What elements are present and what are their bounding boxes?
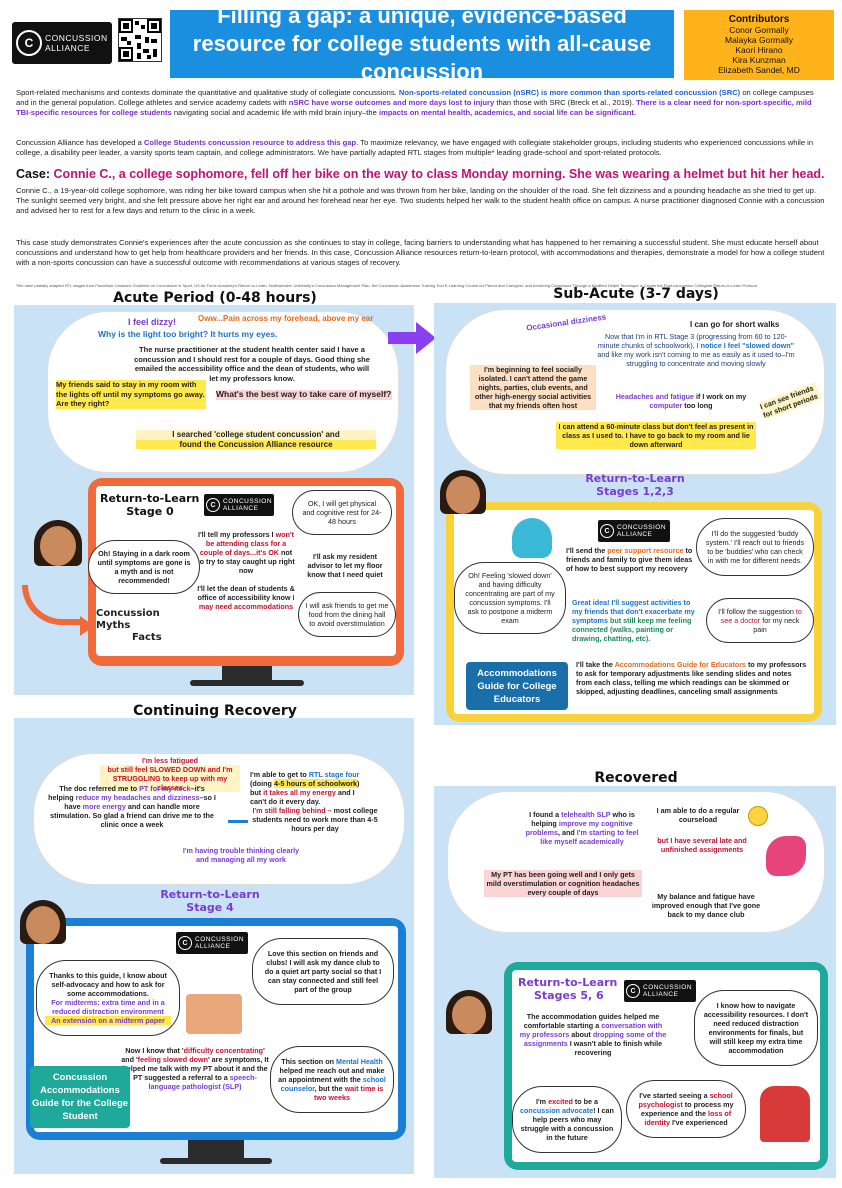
intro-paragraph-1: Sport-related mechanisms and contexts do… (16, 88, 814, 117)
accommodation-guides-text: The accommodation guides helped me comfo… (519, 1012, 667, 1057)
balance-text: My balance and fatigue have improved eno… (651, 892, 761, 919)
qr-code-icon[interactable] (118, 18, 162, 62)
nurse-text: The nurse practitioner at the student he… (134, 345, 370, 383)
arrow-head-icon (80, 616, 94, 636)
mental-health-bubble: This section on Mental Health helped me … (270, 1046, 394, 1113)
attend-class-text: I can attend a 60-minute class but don't… (556, 422, 756, 449)
rtl-stage3-text: Now that I'm in RTL Stage 3 (progressing… (597, 332, 795, 368)
dizzy-text: I feel dizzy! (128, 317, 177, 327)
doc-referral-text: The doc referred me to PT for my neck–it… (48, 784, 216, 829)
poster-title: Filling a gap: a unique, evidence-based … (192, 3, 652, 84)
monitor-base (160, 1158, 272, 1164)
accommodations-guide-student-button[interactable]: Concussion Accommodations Guide for the … (30, 1066, 130, 1128)
contributor-name: Malayka Gormally (724, 35, 794, 45)
continuing-title: Continuing Recovery (133, 703, 297, 719)
acute-title: Acute Period (0-48 hours) (113, 290, 317, 306)
dining-bubble: I will ask friends to get me food from t… (298, 592, 396, 637)
buddy-system-bubble: I'll do the suggested 'buddy system.' I'… (696, 518, 814, 576)
next-stage-arrow-icon (388, 332, 418, 344)
school-psychologist-bubble: I've started seeing a school psychologis… (626, 1080, 746, 1138)
blue-arrow-icon (228, 820, 248, 823)
trouble-thinking-text: I'm having trouble thinking clearly and … (182, 846, 300, 864)
intro-paragraph-2: Concussion Alliance has developed a Coll… (16, 138, 814, 157)
connie-avatar (446, 476, 480, 514)
searched-text: I searched 'college student concussion' … (136, 430, 376, 449)
resident-advisor-text: I'll ask my resident advisor to let my f… (307, 552, 383, 579)
take-guide-text: I'll take the Accommodations Guide for E… (576, 660, 807, 696)
subacute-title: Sub-Acute (3-7 days) (553, 286, 719, 302)
navigate-resources-bubble: I know how to navigate accessibility res… (694, 990, 818, 1066)
dean-text: I'll let the dean of students & office o… (197, 584, 295, 611)
advocate-bubble: I'm excited to be a concussion advocate!… (512, 1086, 622, 1153)
rtl-stage0-title: Return-to-Learn Stage 0 (100, 492, 200, 518)
short-walks-text: I can go for short walks (690, 320, 780, 329)
courseload-text: I am able to do a regular courseload (656, 806, 740, 824)
clubs-bubble: Love this section on friends and clubs! … (252, 938, 394, 1005)
light-text: Why is the light too bright? It hurts my… (98, 329, 278, 339)
next-stage-arrowhead-icon (416, 322, 436, 354)
headaches-text: Headaches and fatigue if I work on my co… (615, 392, 747, 410)
contributor-name: Kaori Hirano (735, 45, 783, 55)
case-heading: Case: Connie C., a college sophomore, fe… (16, 167, 825, 181)
recovered-title: Recovered (594, 770, 678, 786)
dancers-illustration-icon (766, 836, 806, 876)
intro-paragraph-4: This case study demonstrates Connie's ex… (16, 238, 825, 267)
smiley-icon (748, 806, 768, 826)
book-stack-icon (186, 994, 242, 1034)
contributors-title: Contributors (728, 14, 790, 25)
rtl-stages123-title: Return-to-Learn Stages 1,2,3 (585, 472, 685, 498)
accommodations-guide-educators-button[interactable]: Accommodations Guide for College Educato… (466, 662, 568, 710)
poster-title-box: Filling a gap: a unique, evidence-based … (170, 3, 674, 84)
falling-behind-text: I'm still falling behind – most college … (252, 806, 378, 833)
rtl-stage4-progress-text: I'm able to get to RTL stage four (doing… (250, 770, 360, 806)
slowed-down-bubble: Oh! Feeling 'slowed down' and having dif… (454, 562, 566, 634)
self-advocacy-bubble: Thanks to this guide, I know about self-… (36, 960, 180, 1036)
dark-room-bubble: Oh! Staying in a dark room until symptom… (88, 540, 200, 594)
telehealth-slp-text: I found a telehealth SLP who is helping … (525, 810, 639, 846)
connie-avatar (26, 906, 60, 944)
tell-professors-text: I'll tell my professors I won't be atten… (197, 530, 295, 575)
less-fatigued-text: I'm less fatigued but still feel SLOWED … (100, 756, 240, 792)
intro-paragraph-3: Connie C., a 19-year-old college sophomo… (16, 186, 825, 215)
contributor-name: Conor Gormally (729, 25, 789, 35)
monitor-stand (188, 1140, 244, 1158)
oww-text: Oww...Pain across my forehead, above my … (198, 314, 374, 323)
armchair-reader-icon (760, 1086, 810, 1142)
concussion-alliance-logo: C CONCUSSION ALLIANCE (12, 22, 112, 64)
logo-line1: CONCUSSION (45, 33, 108, 43)
symptoms-know-text: Now I know that 'difficulty concentratin… (121, 1046, 269, 1091)
best-way-text: What's the best way to take care of myse… (216, 389, 392, 400)
socially-isolated-text: I'm beginning to feel socially isolated.… (470, 365, 596, 410)
contributor-name: Kira Kunzman (732, 55, 786, 65)
contributors-box: Contributors Conor Gormally Malayka Gorm… (684, 10, 834, 80)
peer-support-text: I'll send the peer support resource to f… (566, 546, 693, 573)
late-assignments-text: but I have several late and unfinished a… (657, 836, 747, 854)
logo-c-icon: C (16, 30, 42, 56)
rtl-stages56-title: Return-to-Learn Stages 5, 6 (518, 976, 618, 1002)
logo-line2: ALLIANCE (45, 43, 91, 53)
contributor-name: Elizabeth Sandel, MD (718, 65, 800, 75)
hug-illustration-icon (512, 518, 552, 558)
great-idea-text: Great idea! I'll suggest activities to m… (572, 598, 695, 643)
connie-avatar (452, 996, 486, 1034)
friends-text: My friends said to stay in my room with … (56, 380, 206, 409)
rtl-stage4-title: Return-to-Learn Stage 4 (160, 888, 260, 914)
footnote: *We have partially adapted RTL stages fr… (16, 283, 758, 288)
see-doctor-bubble: I'll follow the suggestion to see a doct… (706, 598, 814, 643)
monitor-base (190, 680, 304, 686)
rest-bubble: OK, I will get physical and cognitive re… (292, 490, 392, 535)
monitor-stand (222, 666, 272, 680)
pt-progress-text: My PT has been going well and I only get… (484, 870, 642, 897)
myths-facts-card: Concussion Myths Facts (96, 608, 162, 643)
connie-avatar (40, 526, 76, 566)
